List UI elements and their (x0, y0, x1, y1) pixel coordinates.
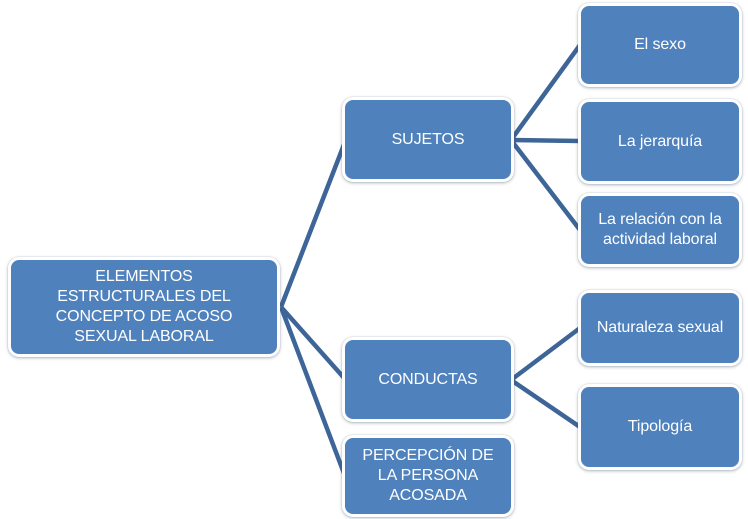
connector-root-conductas (279, 305, 347, 381)
node-la-jerarquia: La jerarquía (578, 99, 742, 184)
node-root: ELEMENTOS ESTRUCTURALES DEL CONCEPTO DE … (8, 257, 280, 357)
node-la-jerarquia-label: La jerarquía (617, 132, 703, 150)
node-naturaleza-label: Naturaleza sexual (596, 319, 724, 336)
node-el-sexo: El sexo (578, 3, 742, 87)
connector-sujetos-la-jerarquia (510, 137, 581, 144)
node-el-sexo-label: El sexo (634, 36, 686, 53)
connector-root-sujetos (278, 141, 348, 308)
node-conductas: CONDUCTAS (342, 337, 514, 422)
node-root-label: ELEMENTOS ESTRUCTURALES DEL CONCEPTO DE … (55, 268, 233, 345)
node-sujetos-label: SUJETOS (391, 130, 465, 148)
connector-sujetos-el-sexo (509, 43, 582, 142)
connector-conductas-tipologia (509, 378, 582, 429)
connector-conductas-naturaleza (509, 326, 582, 382)
node-sujetos: SUJETOS (342, 97, 514, 182)
node-percepcion: PERCEPCIÓN DE LA PERSONA ACOSADA (342, 435, 514, 517)
node-naturaleza: Naturaleza sexual (578, 290, 742, 366)
node-conductas-label: CONDUCTAS (378, 370, 478, 388)
node-tipologia: Tipología (578, 384, 742, 470)
node-la-relacion: La relación con la actividad laboral (578, 193, 742, 267)
connector-root-percepcion (278, 306, 348, 477)
node-tipologia-label: Tipología (627, 418, 693, 435)
node-la-relacion-label: La relación con la actividad laboral (598, 211, 722, 248)
node-percepcion-label: PERCEPCIÓN DE LA PERSONA ACOSADA (362, 447, 494, 504)
connector-sujetos-la-relacion (509, 138, 582, 232)
